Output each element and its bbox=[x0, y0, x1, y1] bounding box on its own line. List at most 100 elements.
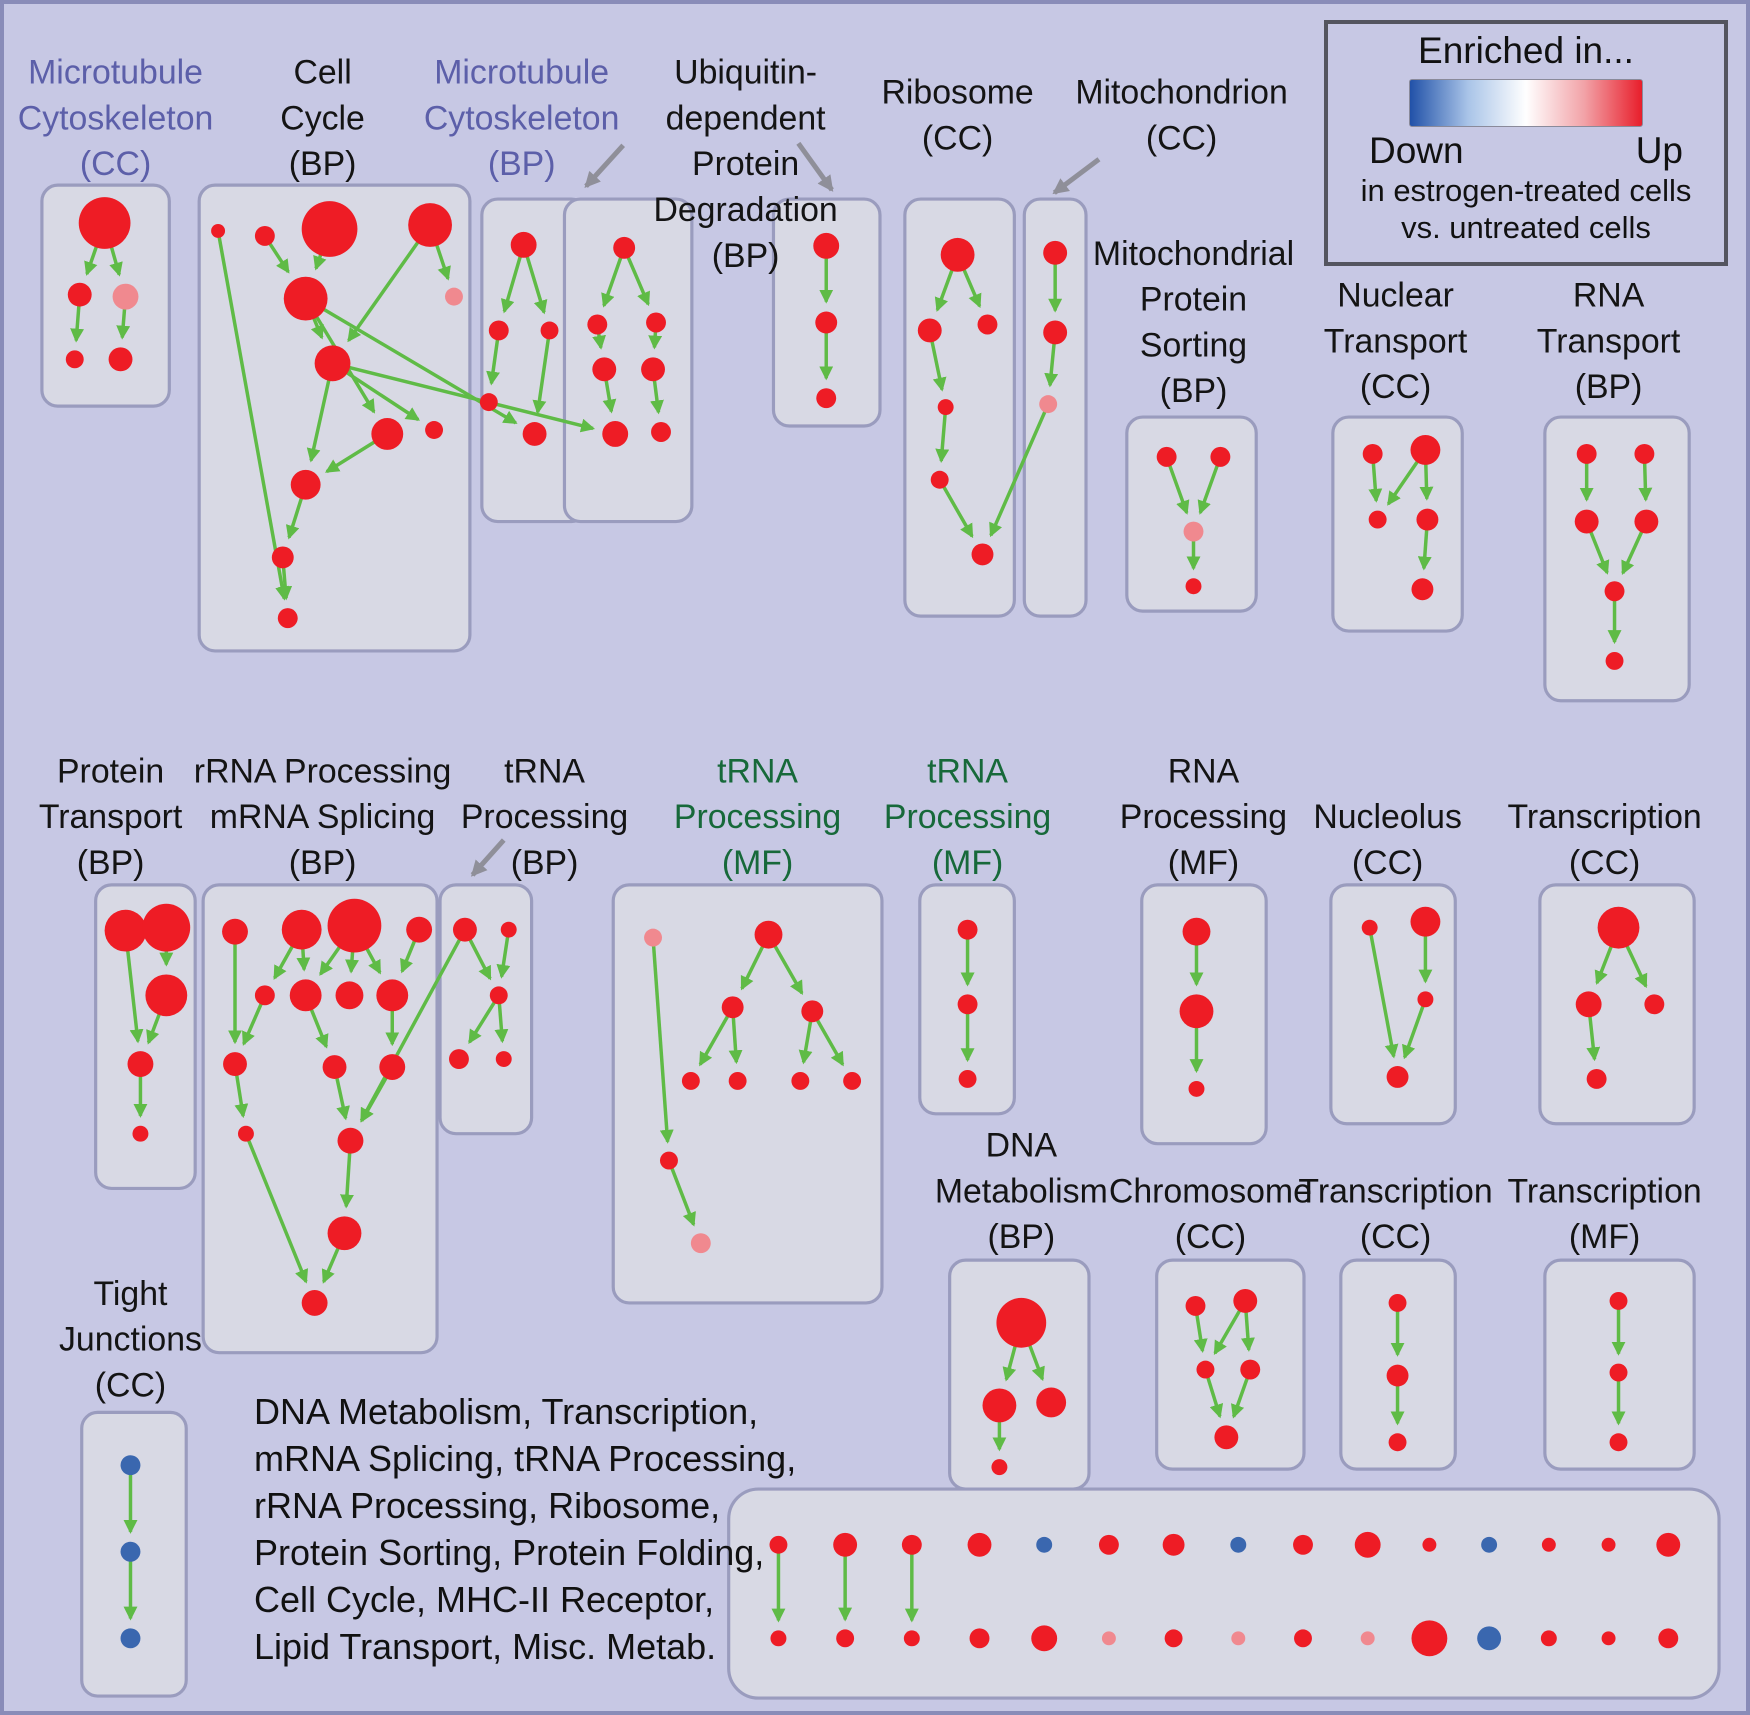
group-label-transcription-mf: Transcription(MF) bbox=[1507, 1172, 1701, 1256]
go-term-node bbox=[770, 1630, 787, 1647]
go-term-node bbox=[489, 986, 508, 1005]
go-term-node bbox=[425, 421, 444, 439]
edges-layer bbox=[70, 141, 1653, 1623]
edge bbox=[242, 1002, 263, 1046]
edge bbox=[1417, 529, 1432, 571]
go-term-node bbox=[379, 1054, 406, 1080]
edge bbox=[345, 951, 359, 974]
edge bbox=[525, 255, 548, 315]
go-term-node bbox=[223, 1052, 247, 1076]
go-term-node bbox=[1388, 1293, 1407, 1312]
go-term-node bbox=[510, 231, 537, 258]
edge bbox=[1193, 1314, 1208, 1353]
go-term-node bbox=[1411, 578, 1434, 601]
go-term-node bbox=[1477, 1626, 1502, 1651]
edge bbox=[234, 1074, 249, 1119]
go-term-node bbox=[1240, 1359, 1261, 1380]
edge bbox=[962, 268, 982, 309]
edge bbox=[648, 331, 663, 350]
go-term-node bbox=[930, 470, 949, 489]
annotation-line: rRNA Processing, Ribosome, bbox=[254, 1485, 721, 1526]
go-term-node bbox=[452, 917, 477, 942]
go-term-node bbox=[495, 1051, 512, 1068]
go-term-node bbox=[371, 418, 404, 450]
group-label-transcription-cc-mid: Transcription(CC) bbox=[1507, 798, 1701, 882]
edge bbox=[934, 269, 954, 312]
go-term-node bbox=[237, 1125, 254, 1142]
edge bbox=[347, 241, 420, 343]
annotation-line: Cell Cycle, MHC-II Receptor, bbox=[254, 1579, 715, 1620]
edge bbox=[1213, 1309, 1242, 1356]
edge bbox=[70, 305, 85, 343]
edge bbox=[500, 255, 522, 314]
go-term-node bbox=[1658, 1628, 1679, 1649]
edge bbox=[602, 379, 617, 414]
go-term-node bbox=[327, 898, 382, 953]
edge bbox=[651, 945, 674, 1144]
go-term-node bbox=[1162, 1533, 1185, 1556]
go-term-node bbox=[254, 985, 275, 1006]
edge bbox=[109, 246, 123, 277]
edge bbox=[942, 485, 974, 539]
go-term-node bbox=[1231, 1631, 1246, 1646]
edge bbox=[1589, 531, 1610, 575]
go-term-node bbox=[522, 422, 547, 446]
go-term-node bbox=[445, 287, 463, 306]
go-term-node bbox=[1416, 508, 1439, 531]
edge bbox=[400, 940, 417, 974]
go-term-node bbox=[1210, 446, 1231, 467]
go-term-node bbox=[1360, 1631, 1375, 1646]
edge bbox=[1368, 462, 1383, 503]
go-term-node bbox=[65, 350, 84, 369]
edge bbox=[1594, 945, 1613, 985]
go-term-node bbox=[254, 225, 275, 246]
edge bbox=[116, 308, 131, 340]
go-term-node bbox=[1188, 1080, 1205, 1097]
go-term-node bbox=[120, 1628, 141, 1649]
group-box-transcription-cc-bottom bbox=[1339, 1258, 1457, 1471]
edge bbox=[1369, 934, 1399, 1059]
go-term-node bbox=[1183, 521, 1204, 542]
go-term-node bbox=[78, 197, 131, 249]
go-term-node bbox=[791, 1071, 810, 1090]
go-term-node bbox=[211, 223, 226, 238]
edge bbox=[345, 371, 421, 422]
go-term-node bbox=[142, 903, 191, 952]
go-term-node bbox=[540, 321, 559, 340]
go-term-node bbox=[613, 236, 636, 259]
group-label-nucleolus-cc: Nucleolus(CC) bbox=[1313, 798, 1462, 882]
edge bbox=[1621, 530, 1644, 576]
go-term-node bbox=[1541, 1537, 1556, 1552]
edge bbox=[532, 338, 551, 415]
go-term-node bbox=[843, 1071, 862, 1090]
group-label-transcription-cc-bottom: Transcription(CC) bbox=[1298, 1172, 1492, 1256]
edge bbox=[306, 379, 331, 463]
misc-annotation-text: DNA Metabolism, Transcription, mRNA Spli… bbox=[254, 1388, 796, 1670]
go-term-node bbox=[120, 1541, 141, 1562]
go-term-node bbox=[1182, 917, 1211, 946]
go-term-node bbox=[1644, 994, 1665, 1015]
go-term-node bbox=[1386, 1364, 1409, 1387]
go-term-node bbox=[836, 1629, 855, 1648]
edge bbox=[1044, 343, 1059, 388]
go-term-node bbox=[801, 1000, 824, 1023]
go-term-node bbox=[132, 1125, 149, 1142]
go-term-node bbox=[1196, 1360, 1215, 1379]
edge bbox=[310, 317, 324, 340]
edge bbox=[285, 497, 304, 540]
go-term-node bbox=[1039, 395, 1058, 414]
edge bbox=[319, 945, 342, 976]
group-box-trna-processing-mf-large bbox=[611, 883, 884, 1305]
legend-ends-row: Down Up bbox=[1369, 130, 1683, 172]
go-term-node bbox=[1576, 443, 1597, 464]
go-term-node bbox=[977, 314, 998, 335]
go-term-node bbox=[728, 1071, 747, 1090]
edge bbox=[1240, 1311, 1255, 1352]
go-term-node bbox=[271, 546, 294, 569]
